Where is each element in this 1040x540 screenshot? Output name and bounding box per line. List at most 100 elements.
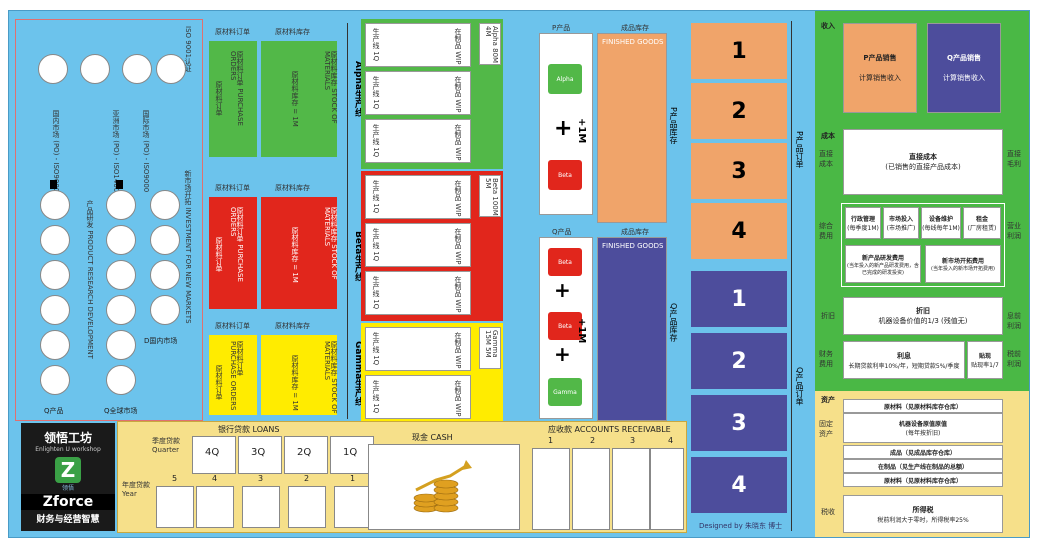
designer-credit: Designed by 朱晓东 博士	[699, 522, 783, 530]
admin-box[interactable]: 行政管理(每季度1M)	[845, 207, 881, 239]
fixed-assets-left: 固定资产	[819, 420, 833, 438]
rent-box[interactable]: 租金(厂房租赁)	[963, 207, 1001, 239]
p-stock-side-label: P产品库存	[669, 107, 678, 144]
market-rd-panel: ISO 9001认证 新市场开拓 INVESTMENT FOR NEW MARK…	[15, 19, 203, 421]
marker-dot	[116, 180, 123, 189]
finance-left: 财务费用	[819, 350, 833, 368]
p-alpha-token[interactable]: Alpha	[548, 64, 582, 94]
p-beta-token[interactable]: Beta	[548, 160, 582, 190]
ar-slot-1[interactable]	[532, 448, 570, 530]
p-plus-icon: +	[554, 116, 573, 141]
q-finished-goods[interactable]: FINISHED GOODS	[597, 237, 667, 421]
rd-slot-mid-1[interactable]	[106, 190, 136, 220]
iso-token-slot-1[interactable]	[38, 54, 68, 84]
rd-cost-box[interactable]: 新产品研发费用(当年投入的新产品研发费用，含已完成的研发投资)	[845, 245, 921, 283]
rd-slot-right-3[interactable]	[150, 260, 180, 290]
rd-slot-left-1[interactable]	[40, 190, 70, 220]
p-order-card-2[interactable]: 2	[691, 83, 787, 139]
rd-slot-right-1[interactable]	[150, 190, 180, 220]
loan-year-5[interactable]	[156, 486, 194, 528]
rd-slot-mid-6[interactable]	[106, 365, 136, 395]
product-rd-label: 产品研发 PRODUCT RESEARCH DEVELOPMENT	[86, 200, 94, 359]
cash-title: 现金 CASH	[412, 433, 453, 442]
ar-col-4-label: 4	[668, 436, 674, 445]
p-order-card-4[interactable]: 4	[691, 203, 787, 259]
iso-token-slot-4[interactable]	[156, 54, 186, 84]
q-stock-label-top: 成品库存	[621, 228, 649, 236]
loan-year-4[interactable]	[196, 486, 234, 528]
ar-slot-4[interactable]	[650, 448, 684, 530]
investment-label: 新市场开拓 INVESTMENT FOR NEW MARKETS	[184, 170, 192, 324]
q-order-card-4[interactable]: 4	[691, 457, 787, 513]
rd-slot-right-2[interactable]	[150, 225, 180, 255]
q-plus-icon-1: +	[554, 278, 571, 302]
overhead-left: 综合费用	[819, 222, 833, 240]
ar-col-2-label: 2	[590, 436, 596, 445]
loan-2q[interactable]: 2Q	[284, 436, 328, 474]
q-sales-box[interactable]: Q产品销售计算销售收入	[927, 23, 1001, 113]
raw-stock-box-2[interactable]: 原材料（见原材料库存仓库）	[843, 473, 1003, 487]
loan-year-3[interactable]	[242, 486, 280, 528]
p-finished-goods[interactable]: FINISHED GOODS	[597, 33, 667, 223]
raw-stock-box[interactable]: 原材料（见原材料库存仓库）	[843, 399, 1003, 413]
finished-box[interactable]: 成品（见成品库存仓库）	[843, 445, 1003, 459]
p-sales-box[interactable]: P产品销售计算销售收入	[843, 23, 917, 113]
rd-slot-left-4[interactable]	[40, 295, 70, 325]
overhead-group	[841, 203, 1005, 287]
maintenance-box[interactable]: 设备维护(每线每年1M)	[921, 207, 961, 239]
q-beta-token-1[interactable]: Beta	[548, 248, 582, 276]
ar-slot-3[interactable]	[612, 448, 650, 530]
q-gamma-token[interactable]: Gamma	[548, 378, 582, 406]
marketing-box[interactable]: 市场投入(市场推广)	[883, 207, 919, 239]
rd-slot-right-4[interactable]	[150, 295, 180, 325]
discount-box[interactable]: 贴现贴现率1/7	[967, 341, 1003, 379]
rd-slot-mid-3[interactable]	[106, 260, 136, 290]
direct-cost-box[interactable]: 直接成本(已销售的直接产品成本)	[843, 129, 1003, 195]
loan-1q[interactable]: 1Q	[330, 436, 374, 474]
ar-slot-2[interactable]	[572, 448, 610, 530]
rd-slot-left-5[interactable]	[40, 330, 70, 360]
loan-year-1[interactable]	[334, 486, 372, 528]
q-order-card-1[interactable]: 1	[691, 271, 787, 327]
p-order-card-1[interactable]: 1	[691, 23, 787, 79]
iso-token-slot-3[interactable]	[122, 54, 152, 84]
market-dev-box[interactable]: 新市场开拓费用(当年投入的新市场开拓费用)	[925, 245, 1001, 283]
wip-box[interactable]: 在制品（见生产线在制品的总额）	[843, 459, 1003, 473]
iso-token-slot-2[interactable]	[80, 54, 110, 84]
rd-slot-left-2[interactable]	[40, 225, 70, 255]
interest-box[interactable]: 利息长期贷款利率10%/年，短期贷款5%/季度	[843, 341, 965, 379]
q-order-card-2[interactable]: 2	[691, 333, 787, 389]
rd-slot-left-6[interactable]	[40, 365, 70, 395]
rd-slot-mid-2[interactable]	[106, 225, 136, 255]
loan-4q[interactable]: 4Q	[192, 436, 236, 474]
q-order-card-3[interactable]: 3	[691, 395, 787, 451]
year-3-label: 3	[258, 474, 264, 483]
machine-value-box[interactable]: 机器设备原值原值(每年按折旧)	[843, 413, 1003, 443]
rd-slot-mid-5[interactable]	[106, 330, 136, 360]
q-beta-token-2[interactable]: Beta	[548, 312, 582, 340]
loan-year-2[interactable]	[288, 486, 326, 528]
rd-slot-mid-4[interactable]	[106, 295, 136, 325]
p-order-card-3[interactable]: 3	[691, 143, 787, 199]
tax-box[interactable]: 所得税税前利润大于零时，所得税率25%	[843, 495, 1003, 533]
loan-3q[interactable]: 3Q	[238, 436, 282, 474]
ar-col-3-label: 3	[630, 436, 636, 445]
depreciation-box[interactable]: 折旧机器设备价值的1/3 (残值无)	[843, 297, 1003, 335]
col-a-label: 国内市场 (PO) - ISO9000	[52, 110, 60, 193]
rd-slot-left-3[interactable]	[40, 260, 70, 290]
